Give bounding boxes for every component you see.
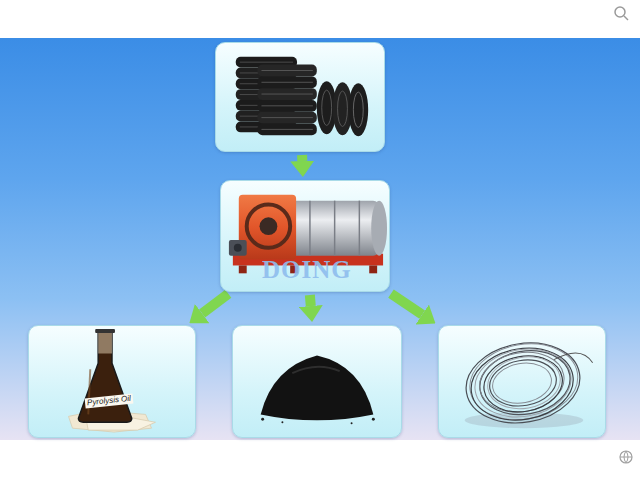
flow-arrow [297, 155, 307, 161]
image-box [215, 42, 385, 152]
image-box [438, 325, 606, 438]
site-icon [620, 451, 632, 463]
oil-flask-illustration [29, 326, 195, 437]
steel-wire-illustration [439, 326, 605, 437]
flow-arrow [305, 295, 316, 306]
tire-stack-illustration [216, 43, 384, 151]
zoom-icon [615, 7, 628, 20]
flow-arrow [202, 294, 228, 314]
image-box: Pyrolysis Oil [28, 325, 196, 438]
flow-arrow [391, 294, 422, 315]
watermark: DOING [262, 256, 352, 284]
carbon-black-illustration [233, 326, 401, 437]
image-box [232, 325, 402, 438]
